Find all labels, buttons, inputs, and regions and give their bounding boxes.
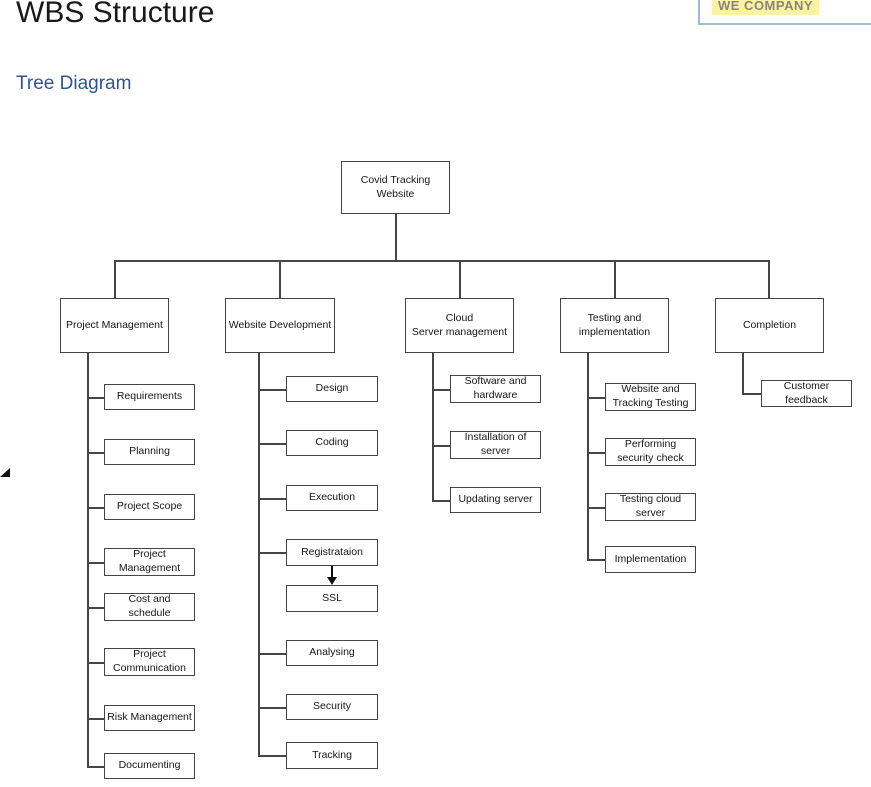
- connector-trunk: [87, 353, 89, 766]
- node-covid-tracking-website[interactable]: Covid Tracking Website: [341, 161, 450, 214]
- connector-stub: [587, 559, 605, 561]
- node-customer-feedback[interactable]: Customer feedback: [761, 380, 852, 407]
- connector-stub: [87, 507, 104, 509]
- connector-arrow-line: [331, 566, 333, 578]
- page-title: WBS Structure: [16, 0, 215, 29]
- node-documenting[interactable]: Documenting: [104, 753, 195, 779]
- node-analysing[interactable]: Analysing: [286, 640, 378, 666]
- connector-stub: [432, 389, 450, 391]
- company-logo-text: WE COMPANY: [712, 0, 820, 15]
- node-testing-and-implementation[interactable]: Testing and implementation: [560, 298, 669, 353]
- node-project-scope[interactable]: Project Scope: [104, 494, 195, 520]
- connector-drop: [279, 260, 281, 298]
- node-installation-of-server[interactable]: Installation of server: [450, 431, 541, 459]
- node-website-development[interactable]: Website Development: [225, 298, 335, 353]
- connector-stub: [432, 445, 450, 447]
- node-design[interactable]: Design: [286, 376, 378, 402]
- connector-drop: [614, 260, 616, 298]
- connector-stub: [258, 755, 286, 757]
- node-completion[interactable]: Completion: [715, 298, 824, 353]
- node-cost-and-schedule[interactable]: Cost and schedule: [104, 593, 195, 621]
- connector-stub: [87, 452, 104, 454]
- node-coding[interactable]: Coding: [286, 430, 378, 456]
- connector-root-drop: [395, 214, 397, 261]
- node-project-management[interactable]: Project Management: [60, 298, 169, 353]
- node-performing-security-check[interactable]: Performing security check: [605, 438, 696, 466]
- connector-stub: [258, 389, 286, 391]
- connector-trunk: [432, 353, 434, 501]
- connector-stub: [87, 562, 104, 564]
- connector-stub: [258, 552, 286, 554]
- corner-triangle-marker: [0, 468, 10, 477]
- connector-bus: [114, 260, 770, 262]
- connector-stub: [87, 397, 104, 399]
- connector-stub: [258, 498, 286, 500]
- arrow-down-icon: [327, 577, 337, 585]
- node-website-and-tracking-testing[interactable]: Website and Tracking Testing: [605, 383, 696, 411]
- node-updating-server[interactable]: Updating server: [450, 487, 541, 513]
- node-security[interactable]: Security: [286, 694, 378, 720]
- node-planning[interactable]: Planning: [104, 439, 195, 465]
- node-registrataion[interactable]: Registrataion: [286, 539, 378, 566]
- node-execution[interactable]: Execution: [286, 485, 378, 511]
- section-heading: Tree Diagram: [16, 73, 132, 94]
- node-testing-cloud-server[interactable]: Testing cloud server: [605, 493, 696, 521]
- connector-stub: [87, 766, 104, 768]
- node-implementation[interactable]: Implementation: [605, 546, 696, 573]
- connector-stub: [258, 707, 286, 709]
- connector-stub: [587, 452, 605, 454]
- connector-drop: [768, 260, 770, 298]
- node-risk-management[interactable]: Risk Management: [104, 705, 195, 731]
- connector-stub: [587, 507, 605, 509]
- node-cloud-server-management[interactable]: Cloud Server management: [405, 298, 514, 353]
- connector-trunk: [258, 353, 260, 756]
- connector-stub: [87, 718, 104, 720]
- company-logo-frame: WE COMPANY: [698, 0, 871, 25]
- node-requirements[interactable]: Requirements: [104, 384, 195, 410]
- connector-stub: [432, 500, 450, 502]
- node-project-management-sub[interactable]: Project Management: [104, 548, 195, 576]
- connector-stub: [587, 397, 605, 399]
- connector-stub: [258, 653, 286, 655]
- node-project-communication[interactable]: Project Communication: [104, 648, 195, 676]
- connector-drop: [459, 260, 461, 298]
- connector-stub: [742, 393, 761, 395]
- node-ssl[interactable]: SSL: [286, 585, 378, 612]
- connector-trunk: [742, 353, 744, 394]
- connector-drop: [114, 260, 116, 298]
- node-tracking[interactable]: Tracking: [286, 742, 378, 769]
- connector-stub: [87, 607, 104, 609]
- connector-stub: [258, 443, 286, 445]
- node-software-and-hardware[interactable]: Software and hardware: [450, 375, 541, 403]
- connector-stub: [87, 662, 104, 664]
- connector-trunk: [587, 353, 589, 560]
